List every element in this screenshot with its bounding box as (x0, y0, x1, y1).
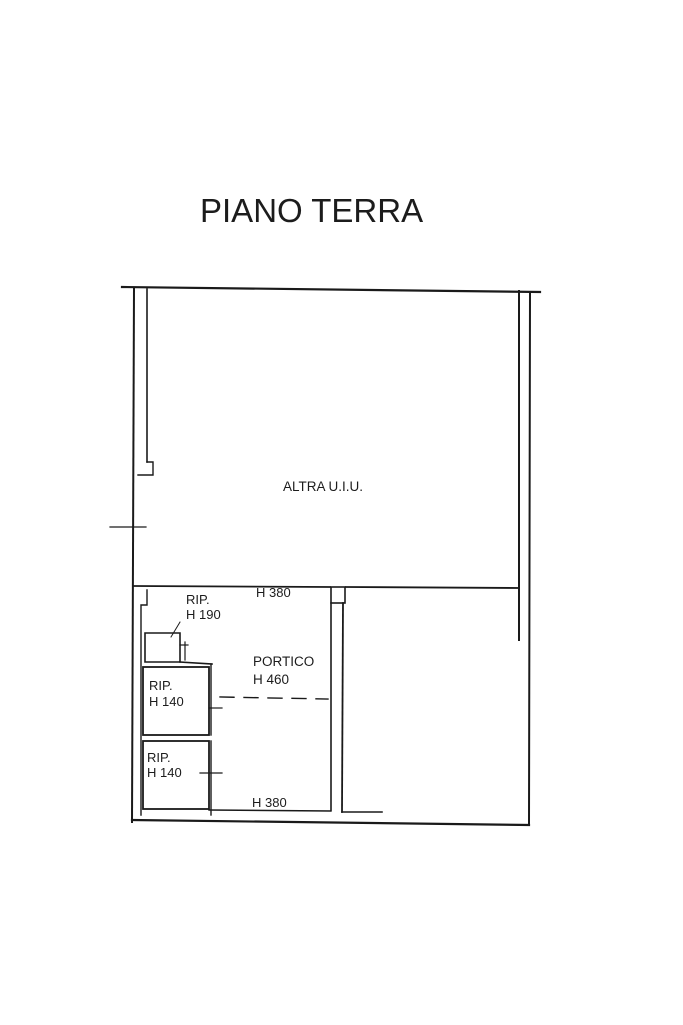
outer-wall-top (120, 285, 542, 294)
dimension-bottom: H 380 (252, 795, 287, 810)
rip-top-name: RIP. (186, 592, 210, 607)
rip-mid-room (142, 666, 210, 736)
outer-wall-left (130, 286, 136, 824)
portico-bottom (208, 809, 332, 812)
rip-top-height: H 190 (186, 607, 221, 622)
outer-wall-right (527, 290, 532, 827)
rip-bottom-room (142, 740, 210, 810)
wall-jog (137, 461, 154, 476)
rip-bottom-name: RIP. (147, 750, 171, 765)
rip-mid-name: RIP. (149, 678, 173, 693)
partition-main-left (133, 585, 331, 588)
rip-mid-height: H 140 (149, 694, 184, 709)
portico-height: H 460 (253, 672, 290, 687)
partition-main-right (345, 586, 520, 589)
floor-title: PIANO TERRA (200, 192, 424, 229)
rip-top-room (144, 632, 181, 663)
portico-wall-b (341, 602, 344, 813)
rip-bottom-height: H 140 (147, 765, 182, 780)
label-altra-uiu: ALTRA U.I.U. (283, 479, 364, 494)
rip-left-wall (140, 589, 148, 816)
portico-name: PORTICO (253, 654, 315, 669)
dimension-top: H 380 (256, 585, 291, 600)
section-line (219, 696, 329, 700)
pillar (330, 586, 346, 604)
outer-wall-bottom (130, 818, 531, 827)
rip-top-leader (170, 621, 181, 638)
